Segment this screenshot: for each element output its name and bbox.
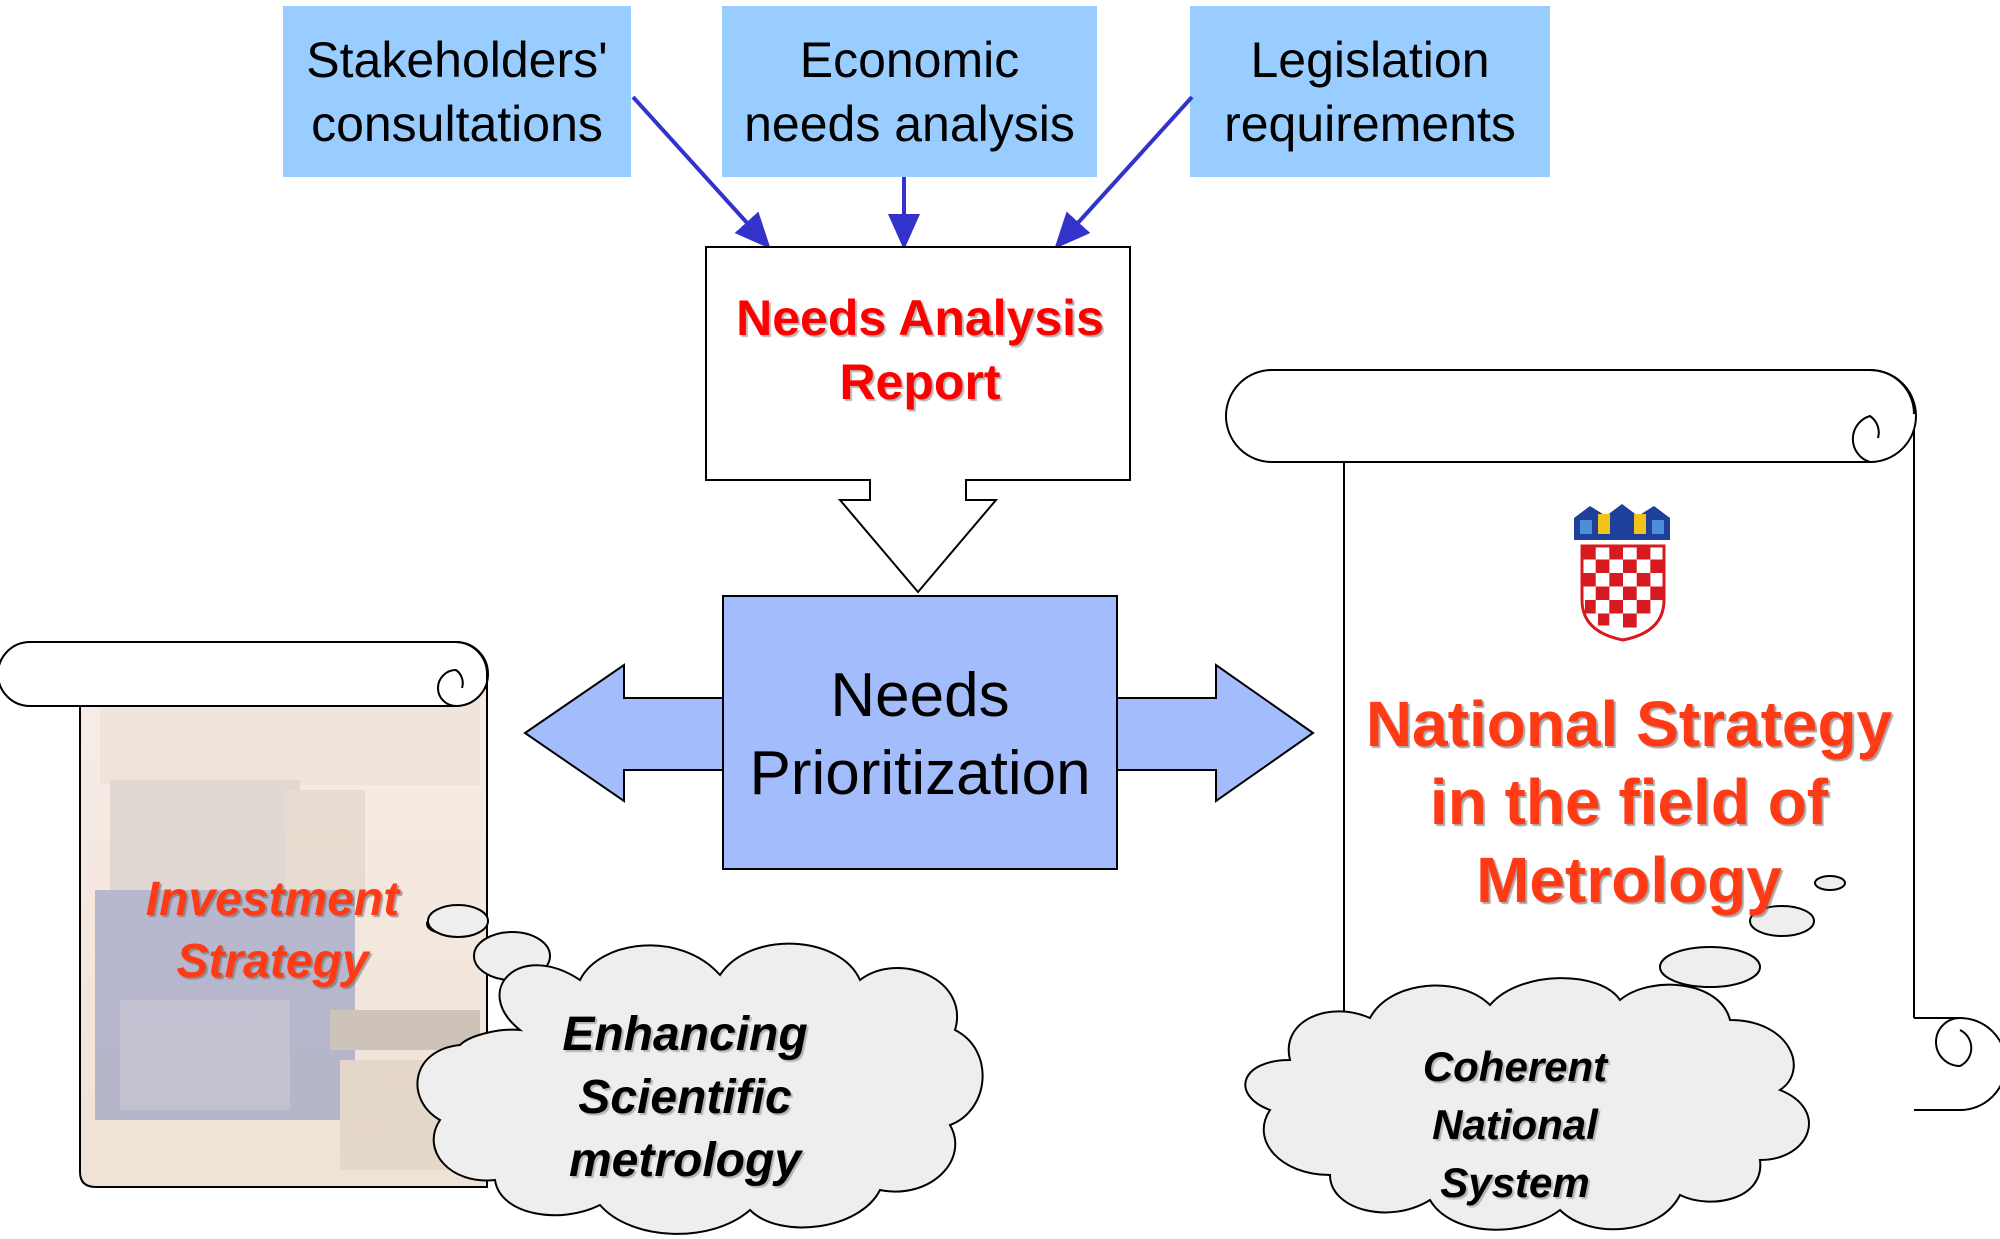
stakeholders-box xyxy=(283,6,631,177)
economic-label: Economic needs analysis xyxy=(744,31,1075,152)
right-arrow xyxy=(1116,663,1315,803)
left-arrow xyxy=(523,663,725,803)
economic-box xyxy=(722,6,1097,177)
coherent-system-cloud xyxy=(1244,875,1846,1231)
report-label: Needs Analysis Report xyxy=(736,290,1104,410)
coat-of-arms-icon xyxy=(1574,504,1670,642)
national-strategy-label: National Strategy in the field of Metrol… xyxy=(1365,688,1893,916)
arrow-legislation-to-report xyxy=(1054,95,1194,249)
arrow-stakeholders-to-report xyxy=(631,95,771,249)
scientific-metrology-label: Enhancing Scientific metrology xyxy=(562,1008,808,1187)
stakeholders-label: Stakeholders' consultations xyxy=(306,31,608,152)
prioritization-box xyxy=(722,595,1118,870)
report-callout-box xyxy=(705,246,1131,594)
legislation-label: Legislation requirements xyxy=(1224,31,1516,152)
legislation-box xyxy=(1190,6,1550,177)
investment-strategy-label: Investment Strategy xyxy=(145,873,400,988)
prioritization-label: Needs Prioritization xyxy=(749,661,1091,808)
coherent-system-label: Coherent National System xyxy=(1422,1043,1608,1206)
scientific-metrology-cloud xyxy=(416,904,984,1235)
